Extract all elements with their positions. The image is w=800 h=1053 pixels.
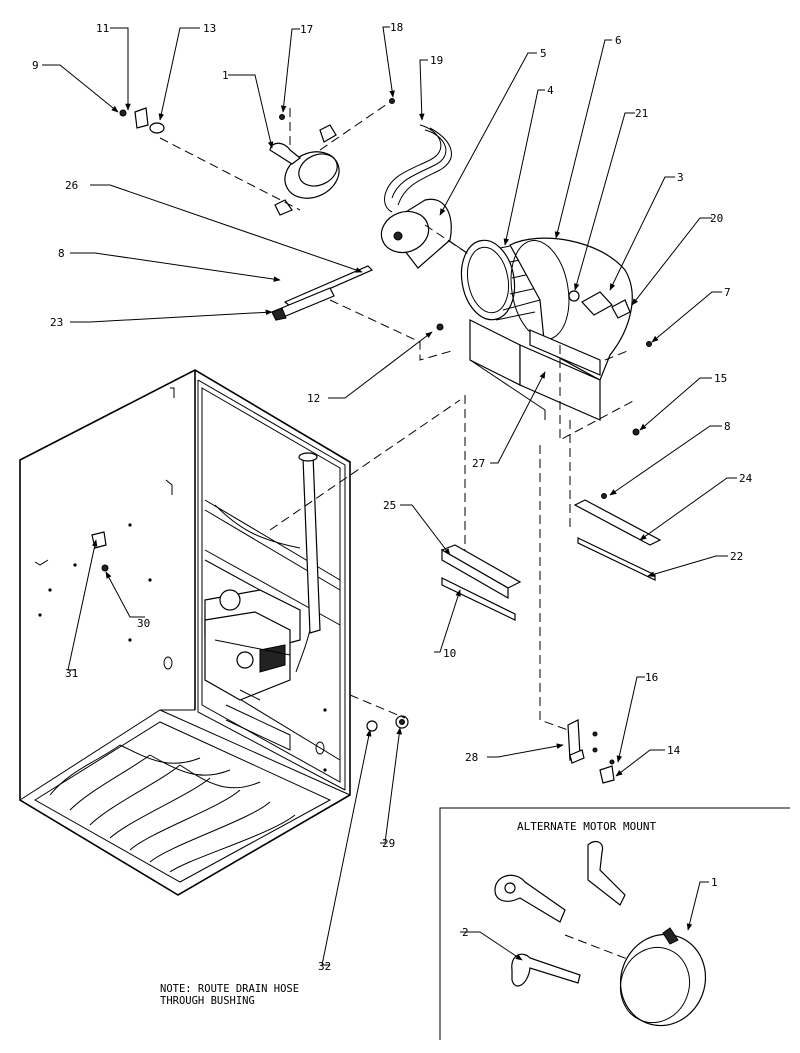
callout-22: 22	[730, 550, 743, 563]
capacitor	[568, 290, 631, 319]
callout-28: 28	[465, 751, 478, 764]
callout-30: 30	[137, 617, 150, 630]
note-line-1: NOTE: ROUTE DRAIN HOSE	[160, 983, 299, 995]
callout-15: 15	[714, 372, 727, 385]
burner-assembly	[204, 589, 301, 701]
motor-wires	[384, 124, 442, 213]
drain-hose-note: NOTE: ROUTE DRAIN HOSE THROUGH BUSHING	[160, 983, 299, 1007]
callout-8b: 8	[724, 420, 731, 433]
callout-25: 25	[383, 499, 396, 512]
callout-26: 26	[65, 179, 78, 192]
callout-23: 23	[50, 316, 63, 329]
callout-29: 29	[382, 837, 395, 850]
callout-4: 4	[547, 84, 554, 97]
bracket	[567, 719, 615, 784]
alt-callout-2: 2	[462, 926, 469, 939]
callout-32: 32	[318, 960, 331, 973]
leader-lines	[42, 26, 737, 966]
drain-grommet	[366, 720, 378, 732]
blower-rails-left	[440, 544, 522, 621]
callout-11: 11	[96, 22, 109, 35]
motor-mount-band	[269, 114, 340, 216]
callout-5: 5	[540, 47, 547, 60]
blower-motor	[380, 198, 471, 269]
callout-27: 27	[472, 457, 485, 470]
callout-6: 6	[615, 34, 622, 47]
callout-17: 17	[300, 23, 313, 36]
callout-18: 18	[390, 21, 403, 34]
callout-labels: 1 3 4 5 6 7 8 8 9 10 11 12 13 14 15 16 1…	[32, 21, 753, 973]
assembly-lines	[159, 101, 636, 731]
blower-rails-right	[573, 499, 662, 581]
callout-1: 1	[222, 69, 229, 82]
callout-13: 13	[203, 22, 216, 35]
alternate-motor-mount-panel: ALTERNATE MOTOR MOUNT 1 2	[439, 807, 790, 1040]
callout-8a: 8	[58, 247, 65, 260]
mounting-rails	[271, 265, 374, 321]
callout-31: 31	[65, 667, 78, 680]
callout-24: 24	[739, 472, 753, 485]
furnace-cabinet	[19, 369, 351, 896]
callout-19: 19	[430, 54, 443, 67]
callout-12: 12	[307, 392, 320, 405]
callout-9: 9	[32, 59, 39, 72]
callout-14: 14	[667, 744, 681, 757]
note-line-2: THROUGH BUSHING	[160, 995, 255, 1007]
alternate-mount-title: ALTERNATE MOTOR MOUNT	[517, 820, 656, 833]
thermostat-parts	[119, 98, 652, 499]
callout-20: 20	[710, 212, 723, 225]
alt-callout-1: 1	[711, 876, 718, 889]
callout-3: 3	[677, 171, 684, 184]
heat-exchanger	[49, 744, 296, 873]
callout-21: 21	[635, 107, 648, 120]
callout-10: 10	[443, 647, 456, 660]
callout-16: 16	[645, 671, 658, 684]
callout-7: 7	[724, 286, 731, 299]
blower-housing	[469, 237, 633, 421]
